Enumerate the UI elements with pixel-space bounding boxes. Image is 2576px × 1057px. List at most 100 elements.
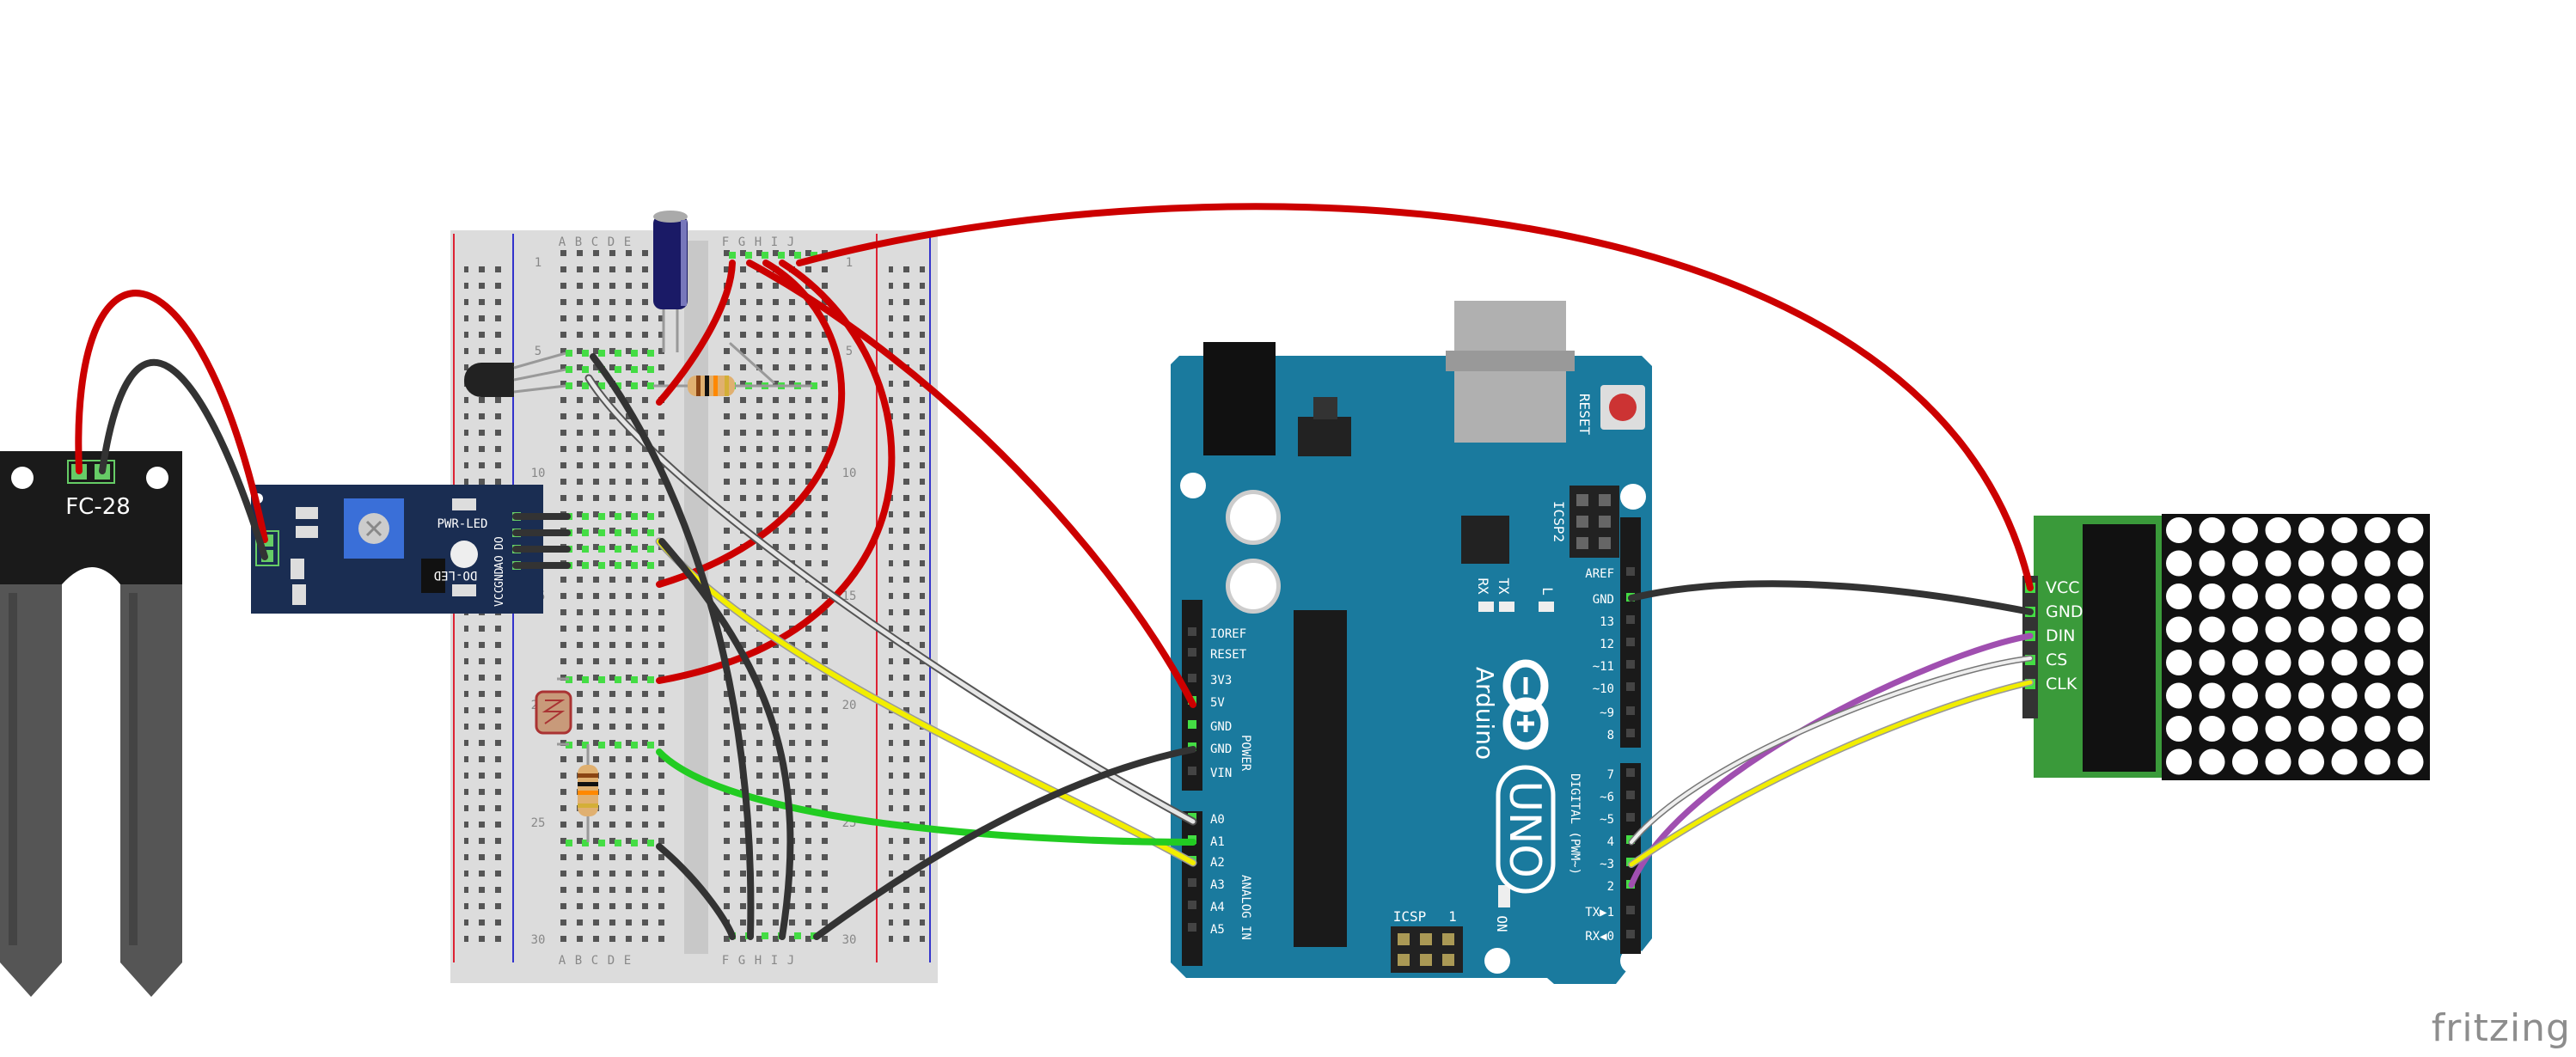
- breadboard-row-label: 20: [842, 699, 857, 712]
- led-dot: [2166, 616, 2192, 643]
- led-dot: [2199, 716, 2225, 742]
- wire-yellow: [657, 539, 1196, 865]
- led-dot: [2265, 716, 2291, 742]
- l-label: L: [1539, 587, 1556, 596]
- arduino-pin: [1188, 901, 1196, 909]
- arduino-pin-label: A3: [1210, 878, 1225, 892]
- arduino-pin-label: A2: [1210, 856, 1225, 870]
- wire-red: [746, 260, 1196, 708]
- arduino-pin: [1626, 706, 1635, 715]
- led-dot: [2331, 550, 2358, 577]
- arduino-pin-label: A1: [1210, 835, 1225, 849]
- led-dot: [2298, 616, 2324, 643]
- arduino-pin: [1188, 674, 1196, 682]
- led-dot: [2397, 550, 2424, 577]
- breadboard-column-label: B: [575, 954, 582, 968]
- led-dot: [2397, 616, 2424, 643]
- wire-black: [656, 843, 736, 940]
- breadboard-column-label: F: [722, 954, 729, 968]
- temperature-sensor: [464, 351, 566, 397]
- led-dot: [2397, 517, 2424, 543]
- led-dot: [2232, 583, 2258, 609]
- led-dot: [2232, 616, 2258, 643]
- arduino-pin-label: ~5: [1600, 813, 1614, 827]
- led-dot: [2199, 682, 2225, 709]
- arduino-pin-label: RESET: [1210, 648, 1247, 662]
- resistor-lead: [729, 342, 775, 384]
- arduino-pin: [1626, 682, 1635, 691]
- arduino-pin-label: 13: [1600, 615, 1614, 629]
- led-dot: [2331, 650, 2358, 675]
- arduino-pin: [1626, 567, 1635, 576]
- arduino-pin: [1626, 813, 1635, 822]
- matrix-pin-label: CS: [2046, 651, 2067, 669]
- breadboard-column-label: I: [771, 235, 778, 249]
- led-dot: [2331, 517, 2358, 543]
- led-dot: [2265, 517, 2291, 543]
- led-dot: [2397, 583, 2424, 609]
- arduino-pin: [1626, 615, 1635, 624]
- breadboard-column-label: A: [559, 954, 566, 968]
- resistor: [578, 744, 598, 842]
- led-dot: [2199, 583, 2225, 609]
- led-dot: [2199, 550, 2225, 577]
- arduino-pin-label: ~10: [1593, 682, 1614, 696]
- breadboard-column-label: F: [722, 235, 729, 249]
- led-dot: [2166, 682, 2192, 709]
- svg-text:UNO: UNO: [1500, 780, 1550, 877]
- led-dot: [2331, 616, 2358, 643]
- electrolytic-capacitor: [653, 211, 688, 352]
- led-dot: [2365, 517, 2390, 543]
- wire-white: [586, 376, 1196, 824]
- wire-white: [1630, 657, 2032, 844]
- module-pin-label: AO: [493, 555, 506, 569]
- breadboard-column-label: D: [608, 954, 615, 968]
- arduino-pin-label: RX◀0: [1585, 930, 1614, 944]
- analog-section-label: ANALOG IN: [1239, 875, 1252, 940]
- icsp-label: ICSP: [1393, 908, 1427, 925]
- wire-red: [796, 203, 2034, 591]
- arduino-brand: Arduino: [1471, 667, 1499, 760]
- module-pin-label: DO: [493, 536, 506, 550]
- uno-badge: UNO: [1496, 765, 1556, 894]
- led-dot: [2365, 550, 2390, 577]
- led-dot: [2265, 748, 2291, 775]
- breadboard-column-label: B: [575, 235, 582, 249]
- rx-label: RX: [1475, 577, 1491, 595]
- breadboard-column-label: A: [559, 235, 566, 249]
- arduino-pin-label: ~6: [1600, 791, 1614, 804]
- breadboard-column-label: G: [738, 954, 745, 968]
- fritzing-watermark: fritzing: [2431, 1006, 2571, 1050]
- led-dot: [2397, 716, 2424, 742]
- wire-yellow: [1628, 679, 2034, 868]
- resistor: [653, 376, 812, 396]
- led-grid: [2166, 517, 2424, 775]
- tx-label: TX: [1496, 577, 1512, 595]
- wire-yellow: [1629, 680, 2033, 867]
- led-dot: [2397, 748, 2424, 775]
- power-section-label: POWER: [1239, 735, 1252, 772]
- breadboard-column-label: E: [624, 235, 631, 249]
- arduino-pin: [1188, 923, 1196, 932]
- breadboard-column-label: D: [608, 235, 615, 249]
- on-label: ON: [1494, 915, 1510, 932]
- led-dot: [2232, 748, 2258, 775]
- matrix-pin-label: GND: [2046, 602, 2083, 621]
- led-dot: [2232, 716, 2258, 742]
- led-dot: [2166, 748, 2192, 775]
- arduino-pin-label: ~3: [1600, 858, 1614, 871]
- arduino-pin-label: VIN: [1210, 767, 1232, 780]
- wire-red: [75, 290, 268, 543]
- do-led-label: DO-LED: [434, 568, 478, 582]
- photoresistor: [535, 677, 572, 746]
- module-pin-label: VCC: [493, 587, 506, 607]
- arduino-pin: [1188, 720, 1196, 729]
- wire-black: [658, 538, 794, 940]
- led-dot: [2298, 583, 2324, 609]
- breadboard-column-label: C: [591, 954, 598, 968]
- led-dot: [2166, 650, 2192, 675]
- led-dot: [2331, 716, 2358, 742]
